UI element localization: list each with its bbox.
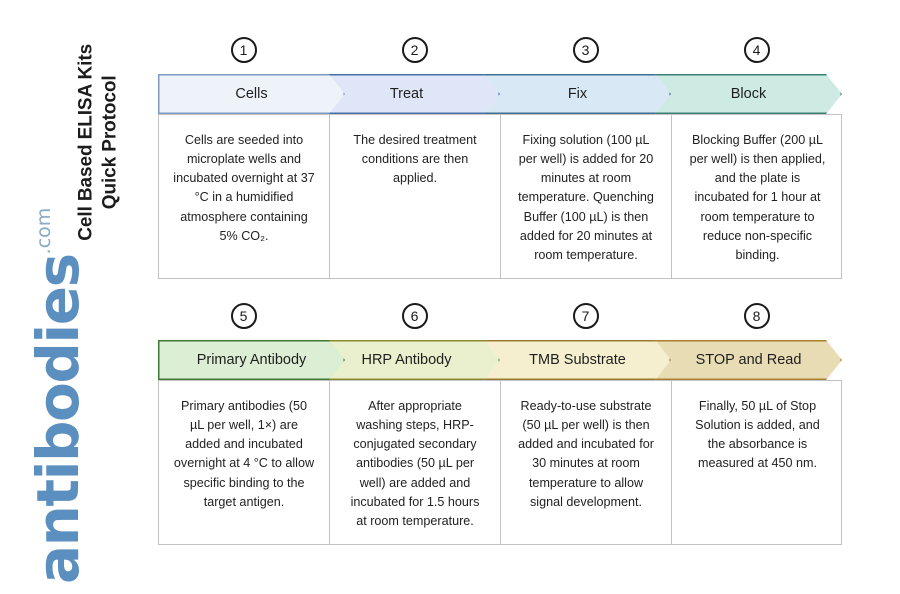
description-cell-1: Cells are seeded into microplate wells a… (159, 115, 330, 278)
chevron-label-3: Fix (567, 86, 588, 102)
description-cell-7: Ready-to-use substrate (50 µL per well) … (501, 381, 672, 544)
chevron-label-2: Treat (389, 86, 424, 102)
step-number-5: 5 (230, 303, 257, 329)
chevron-label-6: HRP Antibody (361, 352, 452, 368)
process-row-1: 1 2 3 4 Cells Treat Fix Block Cells are seeded… (158, 34, 842, 279)
chevron-step-4[interactable]: Block (655, 74, 842, 114)
chevron-step-1[interactable]: Cells (158, 74, 345, 114)
watermark-suffix: .com (33, 207, 55, 255)
chevron-strip-1: Cells Treat Fix Block (158, 74, 842, 114)
chevron-strip-2: Primary Antibody HRP Antibody TMB Substrat… (158, 340, 842, 380)
step-number-2: 2 (401, 37, 428, 63)
left-rail: Cell Based ELISA Kits Quick Protocol ant… (0, 0, 158, 594)
chevron-step-8[interactable]: STOP and Read (655, 340, 842, 380)
watermark-logo: antibodies.com (24, 208, 92, 584)
description-cell-5: Primary antibodies (50 µL per well, 1×) … (159, 381, 330, 544)
step-number-7: 7 (572, 303, 599, 329)
step-number-strip-1: 1 2 3 4 (158, 34, 842, 74)
step-number-1: 1 (230, 37, 257, 63)
page-title: Cell Based ELISA Kits Quick Protocol (75, 7, 124, 277)
description-cell-3: Fixing solution (100 µL per well) is add… (501, 115, 672, 278)
chevron-label-7: TMB Substrate (529, 352, 626, 368)
description-cell-8: Finally, 50 µL of Stop Solution is added… (695, 399, 820, 471)
chevron-label-8: STOP and Read (695, 352, 802, 368)
step-number-4: 4 (743, 37, 770, 63)
step-number-8: 8 (743, 303, 770, 329)
description-cell-6: After appropriate washing steps, HRP-con… (330, 381, 501, 544)
description-strip-2: Primary antibodies (50 µL per well, 1×) … (158, 380, 842, 545)
chevron-label-5: Primary Antibody (196, 352, 307, 368)
step-number-6: 6 (401, 303, 428, 329)
description-cell-4: Blocking Buffer (200 µL per well) is the… (689, 133, 826, 262)
watermark-brand: antibodies (24, 254, 92, 584)
chevron-label-1: Cells (235, 86, 268, 102)
page-title-line-2: Quick Protocol (100, 75, 121, 210)
step-number-3: 3 (572, 37, 599, 63)
step-number-strip-2: 5 6 7 8 (158, 300, 842, 340)
page-title-line-1: Cell Based ELISA Kits (75, 43, 97, 241)
description-strip-1: Cells are seeded into microplate wells a… (158, 114, 842, 279)
chevron-step-7[interactable]: TMB Substrate (484, 340, 671, 380)
chevron-step-5[interactable]: Primary Antibody (158, 340, 345, 380)
description-cell-2: The desired treatment conditions are the… (330, 115, 501, 278)
chevron-label-4: Block (730, 86, 767, 102)
process-row-2: 5 6 7 8 Primary Antibody HRP Antibody TMB Sub… (158, 300, 842, 545)
chevron-step-3[interactable]: Fix (484, 74, 671, 114)
